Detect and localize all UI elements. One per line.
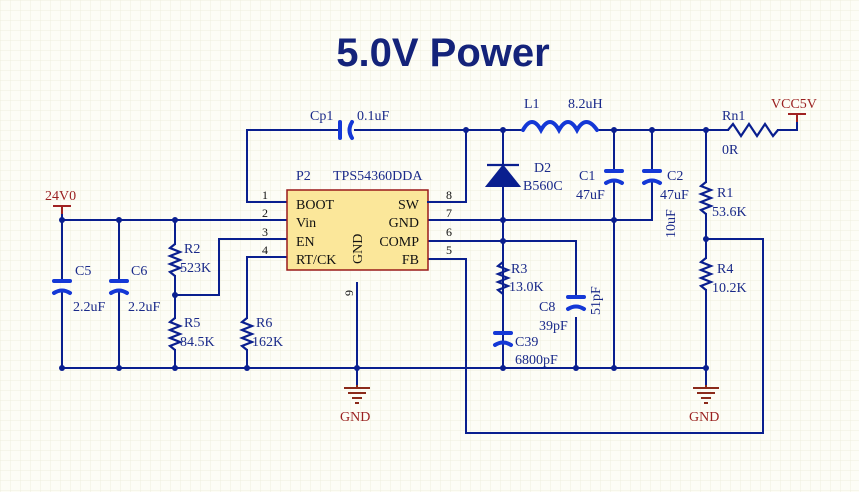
pin-name-rtck: RT/CK — [296, 253, 336, 268]
pin-num-8: 8 — [446, 188, 452, 202]
l1-ref: L1 — [524, 97, 540, 112]
c39-value: 6800pF — [515, 353, 558, 368]
pin-name-comp: COMP — [379, 235, 419, 250]
c8-ref: C8 — [539, 300, 555, 315]
net-vcc5v: VCC5V — [771, 97, 817, 112]
d2-ref: D2 — [534, 161, 551, 176]
l1-value: 8.2uH — [568, 97, 603, 112]
resistor-r4[interactable]: R4 10.2K — [698, 257, 747, 296]
pin-name-gnd-bottom: GND — [351, 234, 366, 264]
rn1-ref: Rn1 — [722, 109, 745, 124]
resistor-r6[interactable]: R6 162K — [239, 316, 283, 351]
c6-value: 2.2uF — [128, 300, 161, 315]
ic-part: TPS54360DDA — [333, 169, 423, 184]
pin-num-5: 5 — [446, 243, 452, 257]
resistor-r1[interactable]: R1 53.6K — [698, 181, 747, 220]
c8-value: 39pF — [539, 319, 568, 334]
net-gnd-left: GND — [340, 410, 370, 425]
r4-ref: R4 — [717, 262, 733, 277]
r3-ref: R3 — [511, 262, 527, 277]
capacitor-c8[interactable]: C8 39pF 51pF — [539, 286, 604, 334]
pin-num-7: 7 — [446, 206, 452, 220]
r1-ref: R1 — [717, 186, 733, 201]
pin-name-boot: BOOT — [296, 198, 335, 213]
ic-body — [286, 189, 429, 271]
rn1-value: 0R — [722, 143, 739, 158]
net-24v0: 24V0 — [45, 189, 76, 204]
c5-ref: C5 — [75, 264, 91, 279]
capacitor-c6[interactable]: C6 2.2uF — [109, 264, 161, 315]
page-title: 5.0V Power — [336, 31, 549, 75]
r5-value: 84.5K — [180, 335, 215, 350]
pin-name-en: EN — [296, 235, 315, 250]
cp1-ref: Cp1 — [310, 109, 333, 124]
wires — [61, 121, 798, 434]
r1-value: 53.6K — [712, 205, 747, 220]
capacitor-cp1[interactable]: Cp1 0.1uF — [310, 109, 390, 140]
pin-name-fb: FB — [402, 253, 419, 268]
pin-name-gnd: GND — [389, 216, 419, 231]
pin-name-sw: SW — [398, 198, 420, 213]
c2-value: 47uF — [660, 188, 689, 203]
pin-name-vin: Vin — [296, 216, 316, 231]
d2-value: B560C — [523, 179, 563, 194]
power-port-vcc5v: VCC5V — [771, 97, 817, 122]
c-extra-value: 10uF — [664, 209, 679, 238]
r5-ref: R5 — [184, 316, 200, 331]
r2-ref: R2 — [184, 242, 200, 257]
ic-tps54360[interactable]: P2 TPS54360DDA 1 2 3 4 BOOT Vin EN RT/CK… — [262, 169, 452, 296]
pin-num-3: 3 — [262, 225, 268, 239]
pin-num-2: 2 — [262, 206, 268, 220]
c39-ref: C39 — [515, 335, 538, 350]
r6-ref: R6 — [256, 316, 272, 331]
pin-num-4: 4 — [262, 243, 268, 257]
c1-value: 47uF — [576, 188, 605, 203]
net-gnd-right: GND — [689, 410, 719, 425]
inductor-l1[interactable]: L1 8.2uH — [521, 97, 603, 135]
capacitor-c1[interactable]: C1 47uF — [576, 169, 624, 203]
c6-ref: C6 — [131, 264, 147, 279]
diode-d2[interactable]: D2 B560C — [484, 161, 563, 194]
capacitor-c2[interactable]: C2 47uF 10uF — [642, 169, 689, 238]
gnd-symbol-left: GND — [340, 385, 370, 425]
r2-value: 523K — [180, 261, 211, 276]
pin-num-6: 6 — [446, 225, 452, 239]
capacitor-c39[interactable]: C39 6800pF — [493, 331, 558, 369]
resistor-r2[interactable]: R2 523K — [167, 242, 211, 277]
pin-num-1: 1 — [262, 188, 268, 202]
ic-ref: P2 — [296, 169, 311, 184]
r3-value: 13.0K — [509, 280, 544, 295]
c2-ref: C2 — [667, 169, 683, 184]
junctions — [59, 127, 709, 371]
r6-value: 162K — [252, 335, 283, 350]
resistor-r3[interactable]: R3 13.0K — [495, 261, 544, 333]
resistor-r5[interactable]: R5 84.5K — [167, 316, 215, 351]
c1-ref: C1 — [579, 169, 595, 184]
resistor-rn1[interactable]: Rn1 0R — [722, 109, 779, 158]
r4-value: 10.2K — [712, 281, 747, 296]
c-comp-value: 51pF — [589, 286, 604, 315]
capacitor-c5[interactable]: C5 2.2uF — [52, 264, 106, 315]
c5-value: 2.2uF — [73, 300, 106, 315]
cp1-value: 0.1uF — [357, 109, 390, 124]
gnd-symbol-right: GND — [689, 385, 719, 425]
power-port-24v0: 24V0 — [45, 189, 76, 214]
pin-num-9: 9 — [342, 290, 356, 296]
